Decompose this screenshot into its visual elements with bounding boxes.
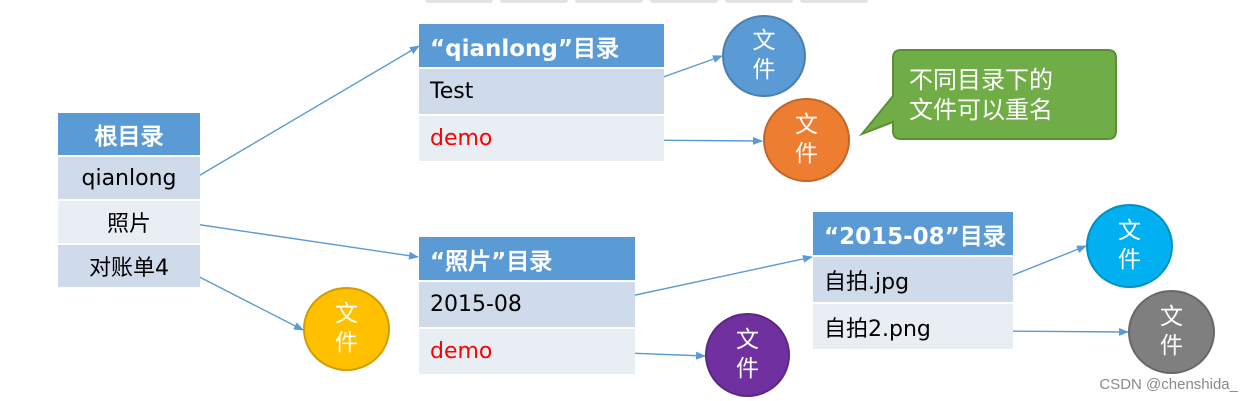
2015-08-row-zipai2: 自拍2.png bbox=[813, 302, 1013, 349]
callout-line-2: 文件可以重名 bbox=[909, 96, 1053, 124]
qianlong-row-test: Test bbox=[419, 67, 664, 114]
arrow-qianlong-to-dir bbox=[189, 45, 420, 182]
arrow-duizhangdan-to-file bbox=[181, 267, 304, 331]
file-circle-label: 文件 bbox=[752, 28, 776, 83]
callout-text: 不同目录下的 文件可以重名 bbox=[891, 51, 1117, 139]
root-row-photo: 照片 bbox=[58, 199, 200, 243]
photo-directory-table: “照片”目录 2015-08 demo bbox=[419, 237, 635, 374]
root-row-duizhangdan: 对账单4 bbox=[58, 243, 200, 287]
top-edge-tab bbox=[650, 0, 718, 3]
photo-directory-header: “照片”目录 bbox=[419, 237, 635, 280]
arrow-2015-to-dir bbox=[602, 254, 813, 303]
arrow-zipai2-to-file bbox=[992, 327, 1129, 336]
root-row-qianlong: qianlong bbox=[58, 155, 200, 199]
file-circle-zipai: 文件 bbox=[1086, 204, 1173, 288]
root-directory-header: 根目录 bbox=[58, 113, 200, 155]
top-edge-tab bbox=[500, 0, 568, 3]
callout-line-1: 不同目录下的 bbox=[909, 66, 1053, 94]
file-circle-duizhangdan: 文件 bbox=[303, 287, 390, 371]
top-edge-tab bbox=[725, 0, 793, 3]
file-circle-demo-qianlong: 文件 bbox=[763, 98, 850, 182]
2015-08-directory-table: “2015-08”目录 自拍.jpg 自拍2.png bbox=[813, 212, 1013, 349]
file-circle-zipai2: 文件 bbox=[1128, 290, 1215, 374]
callout-bubble bbox=[858, 49, 1117, 140]
top-edge-decoration bbox=[425, 0, 868, 4]
file-circle-label: 文件 bbox=[1159, 304, 1183, 359]
arrow-photo-to-dir bbox=[187, 222, 419, 260]
qianlong-row-demo: demo bbox=[419, 114, 664, 161]
photo-row-2015-08: 2015-08 bbox=[419, 280, 635, 327]
qianlong-directory-header: “qianlong”目录 bbox=[419, 24, 664, 67]
2015-08-row-zipai: 自拍.jpg bbox=[813, 255, 1013, 302]
watermark: CSDN @chenshida_ bbox=[1099, 376, 1238, 393]
file-circle-label: 文件 bbox=[334, 301, 358, 356]
file-circle-test: 文件 bbox=[722, 15, 806, 97]
top-edge-tab bbox=[800, 0, 868, 3]
file-circle-label: 文件 bbox=[735, 327, 759, 382]
qianlong-directory-table: “qianlong”目录 Test demo bbox=[419, 24, 664, 161]
2015-08-directory-header: “2015-08”目录 bbox=[813, 212, 1013, 255]
top-edge-tab bbox=[425, 0, 493, 3]
file-circle-label: 文件 bbox=[1117, 218, 1141, 273]
top-edge-tab bbox=[575, 0, 643, 3]
file-circle-demo-photo: 文件 bbox=[705, 313, 790, 397]
file-circle-label: 文件 bbox=[794, 112, 818, 167]
root-directory-table: 根目录 qianlong 照片 对账单4 bbox=[58, 113, 200, 287]
photo-row-demo: demo bbox=[419, 327, 635, 374]
